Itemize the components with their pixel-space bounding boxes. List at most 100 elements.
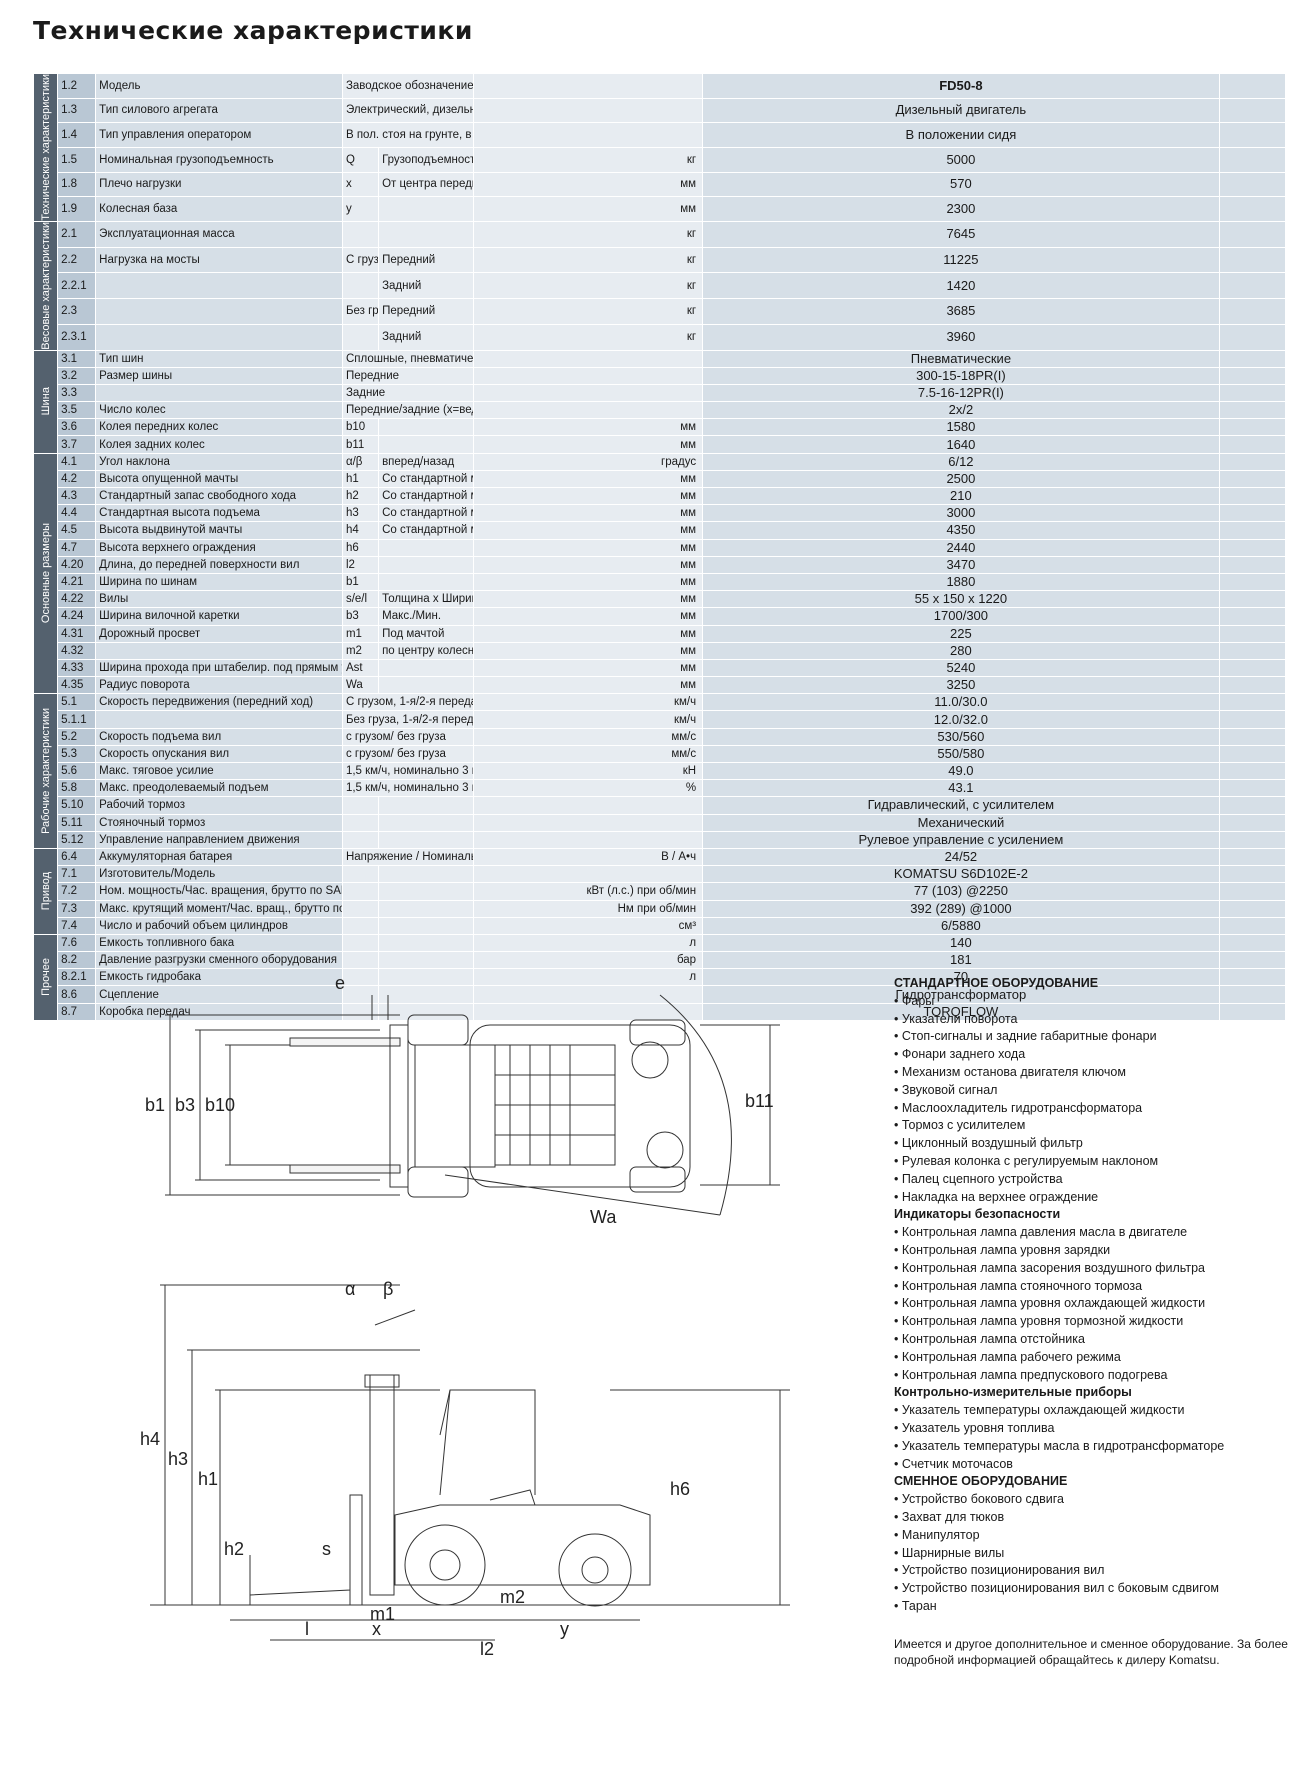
row-number: 8.6 xyxy=(57,985,97,1004)
row-symbol: α/β xyxy=(341,452,380,471)
equipment-item: Рулевая колонка с регулируемым наклоном xyxy=(894,1153,1294,1171)
row-extra xyxy=(1218,555,1287,574)
row-symbol xyxy=(341,865,380,884)
row-extra xyxy=(1218,951,1287,970)
row-extra xyxy=(1218,246,1287,274)
row-symbol: x xyxy=(341,171,380,198)
row-description xyxy=(378,1002,475,1021)
row-unit xyxy=(473,401,704,420)
row-name: Тип управления оператором xyxy=(95,122,343,148)
row-value: KOMATSU S6D102E-2 xyxy=(702,865,1220,884)
row-symbol: Передние/задние (x=ведомые) xyxy=(341,401,475,420)
row-extra xyxy=(1218,727,1287,746)
row-unit: мм xyxy=(473,624,704,643)
row-extra xyxy=(1218,452,1287,471)
row-unit: мм/с xyxy=(473,727,704,746)
row-number: 4.1 xyxy=(57,452,97,471)
label-b10: b10 xyxy=(205,1095,235,1115)
row-extra xyxy=(1218,779,1287,798)
row-extra xyxy=(1218,469,1287,489)
row-value: 181 xyxy=(702,951,1220,970)
row-number: 5.3 xyxy=(57,744,97,764)
row-value: 2440 xyxy=(702,538,1220,557)
label-h2: h2 xyxy=(224,1539,244,1559)
row-symbol: с грузом/ без груза xyxy=(341,727,475,746)
equipment-item: Указатель уровня топлива xyxy=(894,1420,1294,1438)
row-number: 3.2 xyxy=(57,366,97,385)
row-unit: мм xyxy=(473,521,704,540)
row-extra xyxy=(1218,744,1287,764)
label-l: l xyxy=(305,1619,309,1639)
row-name xyxy=(95,272,343,299)
equipment-item: Стоп-сигналы и задние габаритные фонари xyxy=(894,1028,1294,1046)
equipment-item: Циклонный воздушный фильтр xyxy=(894,1135,1294,1153)
row-number: 7.1 xyxy=(57,865,97,884)
row-name: Высота опущенной мачты xyxy=(95,469,343,489)
equipment-list: СТАНДАРТНОЕ ОБОРУДОВАНИЕ ФарыУказатели п… xyxy=(894,975,1294,1669)
safety-indicators-list: Контрольная лампа давления масла в двига… xyxy=(894,1224,1294,1384)
section-label: Рабочие характеристики xyxy=(32,693,59,849)
row-name: Тип шин xyxy=(95,349,343,368)
row-value: 6/12 xyxy=(702,452,1220,471)
row-value: 225 xyxy=(702,624,1220,643)
row-extra xyxy=(1218,323,1287,351)
row-symbol xyxy=(341,882,380,901)
row-number: 7.6 xyxy=(57,933,97,953)
label-m1: m1 xyxy=(370,1604,395,1624)
standard-equipment-list: ФарыУказатели поворотаСтоп-сигналы и зад… xyxy=(894,993,1294,1207)
row-symbol: b10 xyxy=(341,418,380,437)
row-extra xyxy=(1218,383,1287,403)
row-symbol: Q xyxy=(341,146,380,173)
row-symbol: 1,5 км/ч, номинально 3 мин С грузом xyxy=(341,762,475,781)
row-description xyxy=(378,916,475,935)
row-value: Пневматические xyxy=(702,349,1220,368)
row-name: Ширина вилочной каретки xyxy=(95,607,343,626)
row-extra xyxy=(1218,487,1287,506)
row-symbol: Wa xyxy=(341,676,380,695)
row-symbol: Задние xyxy=(341,383,475,403)
row-description: Передний xyxy=(378,297,475,325)
row-unit: мм xyxy=(473,504,704,523)
row-value: Рулевое управление с усилением xyxy=(702,830,1220,849)
row-symbol: Напряжение / Номинальная емкость на 5 ча… xyxy=(341,847,475,867)
row-unit: кг xyxy=(473,323,704,351)
row-symbol: m1 xyxy=(341,624,380,643)
row-description xyxy=(378,220,475,248)
row-symbol xyxy=(341,1002,380,1021)
row-extra xyxy=(1218,847,1287,867)
row-unit: мм xyxy=(473,590,704,609)
equipment-item: Указатели поворота xyxy=(894,1011,1294,1029)
label-s: s xyxy=(322,1539,331,1559)
row-number: 3.3 xyxy=(57,383,97,403)
equipment-item: Счетчик моточасов xyxy=(894,1456,1294,1474)
row-name xyxy=(95,641,343,660)
equipment-item: Фары xyxy=(894,993,1294,1011)
row-name: Макс. тяговое усилие xyxy=(95,762,343,781)
row-number: 4.7 xyxy=(57,538,97,557)
section-label: Весовые характеристики xyxy=(32,220,59,351)
row-description xyxy=(378,418,475,437)
row-number: 5.1.1 xyxy=(57,710,97,729)
row-value: 3000 xyxy=(702,504,1220,523)
row-unit: кВт (л.с.) при об/мин xyxy=(473,882,704,901)
row-unit: мм xyxy=(473,469,704,489)
row-description xyxy=(378,830,475,849)
row-number: 1.8 xyxy=(57,171,97,198)
row-extra xyxy=(1218,297,1287,325)
equipment-item: Контрольная лампа рабочего режима xyxy=(894,1349,1294,1367)
row-extra xyxy=(1218,435,1287,454)
equipment-item: Указатель температуры масла в гидротранс… xyxy=(894,1438,1294,1456)
row-description xyxy=(378,933,475,953)
row-symbol xyxy=(341,220,380,248)
row-symbol: h4 xyxy=(341,521,380,540)
